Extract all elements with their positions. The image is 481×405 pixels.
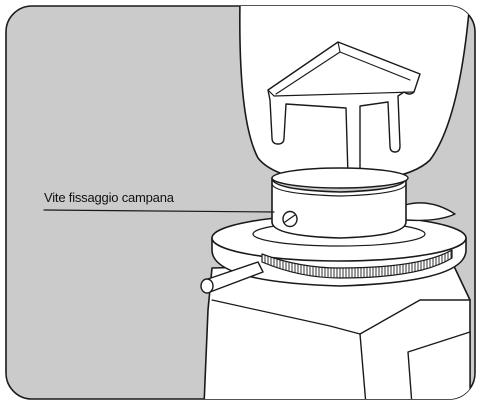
collar-tab — [404, 202, 456, 222]
callout-leader-line — [43, 209, 275, 213]
fixing-screw — [282, 210, 298, 228]
hopper-collar — [271, 167, 409, 239]
dial-lever — [200, 261, 264, 294]
callout-label-screw: Vite fissaggio campana — [44, 190, 174, 205]
